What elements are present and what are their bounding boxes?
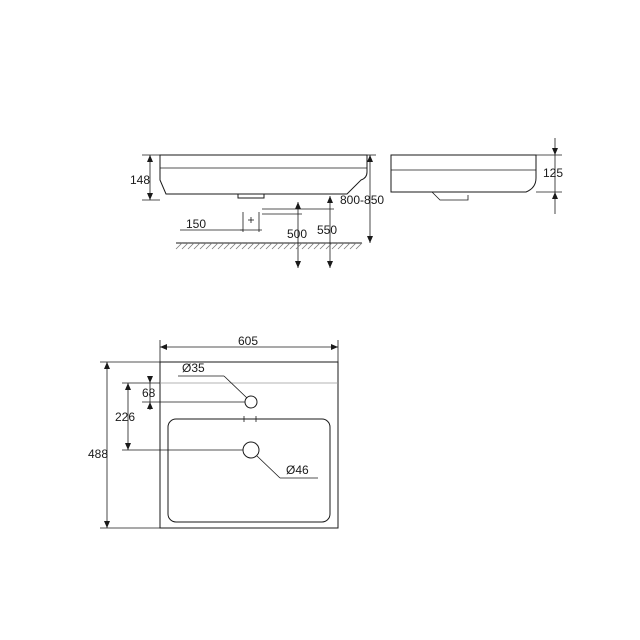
floor-hatching (175, 242, 363, 250)
side-view: 125 (390, 138, 563, 214)
dim-label-125: 125 (543, 166, 563, 180)
dim-label-488: 488 (88, 447, 108, 461)
trap-fitting (240, 212, 262, 232)
front-waste-outlet (237, 194, 265, 199)
drain-hole (242, 441, 260, 459)
dim-label-226: 226 (115, 410, 135, 424)
dim-label-install-height: 800-850 (340, 193, 384, 207)
tap-hole-label: Ø35 (182, 361, 205, 375)
drain-hole-label: Ø46 (286, 463, 309, 477)
front-basin-outline (159, 154, 368, 195)
dim-label-148: 148 (130, 173, 150, 187)
dim-label-500: 500 (287, 227, 307, 241)
front-view: 148 800-850 150 500 550 (130, 154, 384, 268)
dim-label-605: 605 (238, 334, 258, 348)
dim-label-550: 550 (317, 223, 337, 237)
dim-label-68: 68 (142, 386, 156, 400)
side-basin-outline (390, 154, 537, 193)
top-outer-outline (159, 361, 339, 529)
dim-label-150: 150 (186, 217, 206, 231)
top-view: 605 Ø35 Ø46 68 226 488 (88, 334, 339, 529)
side-waste-outlet (431, 191, 469, 201)
